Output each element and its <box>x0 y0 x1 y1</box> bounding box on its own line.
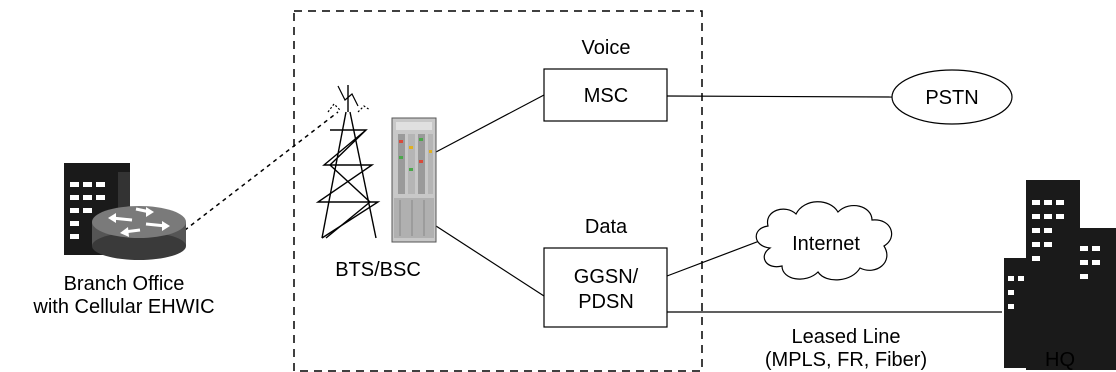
ggsn-pdsn-box <box>543 247 668 328</box>
hq-buildings-icon <box>1004 180 1116 370</box>
bsc-rack-icon <box>391 117 437 243</box>
internet-cloud-icon <box>755 201 893 281</box>
branch-office-label-line2: with Cellular EHWIC <box>32 296 214 318</box>
voice-label: Voice <box>582 37 631 59</box>
carrier-network-boundary <box>293 10 703 372</box>
pstn-ellipse <box>891 69 1013 125</box>
msc-pstn-link <box>666 95 893 98</box>
bsc-ggsn-link <box>435 225 545 297</box>
ggsn-label-line2: PDSN <box>578 291 634 313</box>
router-icon <box>92 206 186 260</box>
data-label: Data <box>585 216 628 238</box>
bsc-msc-link <box>435 94 545 153</box>
wireless-link <box>171 111 339 241</box>
bts-bsc-label: BTS/BSC <box>335 259 421 281</box>
internet-label: Internet <box>792 233 860 255</box>
hq-label: HQ <box>1045 349 1075 371</box>
pstn-label: PSTN <box>925 87 978 109</box>
ggsn-label-line1: GGSN/ <box>574 266 639 288</box>
msc-box <box>543 68 668 122</box>
msc-label: MSC <box>584 85 628 107</box>
leased-line-label-line2: (MPLS, FR, Fiber) <box>765 349 927 371</box>
ggsn-internet-link <box>666 236 771 277</box>
leased-line-label-line1: Leased Line <box>792 326 901 348</box>
branch-office-label-line1: Branch Office <box>64 273 185 295</box>
cell-tower-icon <box>315 85 381 239</box>
